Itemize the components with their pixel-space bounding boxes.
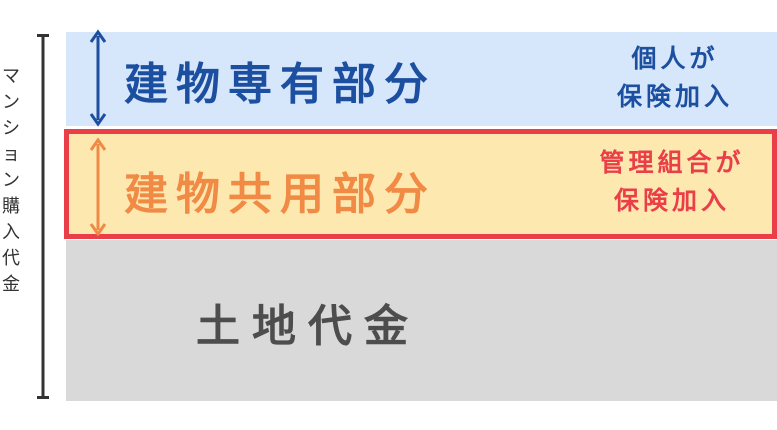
common-area-title: 建物共用部分 <box>124 169 436 220</box>
private-area-band <box>66 32 777 126</box>
common-double-arrow-icon <box>89 137 107 237</box>
land-cost-title: 土地代金 <box>196 301 420 352</box>
private-double-arrow-icon <box>89 29 107 127</box>
common-note-line1: 管理組合が <box>599 148 745 177</box>
side-char: 購 <box>2 196 20 217</box>
side-char: 金 <box>2 274 20 295</box>
side-char: ン <box>2 92 20 113</box>
private-note-line2: 保険加入 <box>616 82 733 111</box>
side-char: シ <box>2 118 20 139</box>
private-insurance-note: 個人が 保険加入 <box>590 40 760 116</box>
land-cost-band <box>66 240 777 401</box>
private-area-title: 建物専有部分 <box>124 59 436 110</box>
side-char: ョ <box>2 144 20 165</box>
side-char: 入 <box>2 222 20 243</box>
common-note-line2: 保険加入 <box>613 186 730 215</box>
side-char: ン <box>2 170 20 191</box>
private-note-line1: 個人が <box>631 44 719 73</box>
total-bracket <box>37 34 49 399</box>
common-insurance-note: 管理組合が 保険加入 <box>566 144 777 220</box>
side-char: 代 <box>2 248 20 269</box>
side-vertical-label: マ ン シ ョ ン 購 入 代 金 <box>0 64 22 298</box>
common-area-band <box>64 129 777 239</box>
side-char: マ <box>2 66 20 87</box>
